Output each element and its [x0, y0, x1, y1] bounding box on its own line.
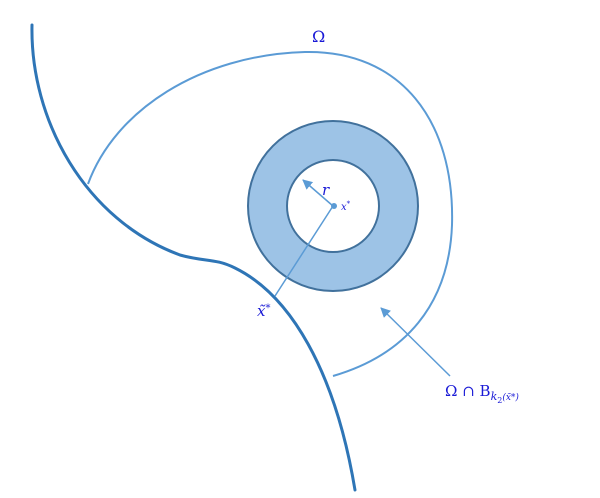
region-outline-arc [87, 50, 454, 377]
label-x-star-base: x [341, 202, 347, 213]
connector-line [274, 205, 334, 297]
domain-boundary-curve [30, 23, 357, 492]
region-pointer-arrow [380, 307, 451, 377]
radius-arrow [302, 179, 334, 207]
label-intersection-prefix: Ω ∩ B [445, 382, 491, 400]
label-x-star-sup: * [347, 200, 351, 208]
label-x-tilde-base: x̃ [257, 302, 266, 320]
label-r: r [322, 181, 330, 199]
label-intersection-sub-k: k [491, 390, 498, 403]
label-x-tilde-star: x̃* [257, 302, 270, 320]
label-omega: Ω [312, 27, 325, 46]
label-intersection-sub-2: 2 [497, 396, 502, 405]
label-x-star: x* [341, 200, 351, 213]
label-x-tilde-sup: * [265, 303, 270, 314]
label-intersection: Ω ∩ Bk2(x̃*) [445, 382, 519, 405]
center-point-x-star [331, 203, 337, 209]
label-intersection-sub-arg: (x̃*) [502, 392, 519, 403]
